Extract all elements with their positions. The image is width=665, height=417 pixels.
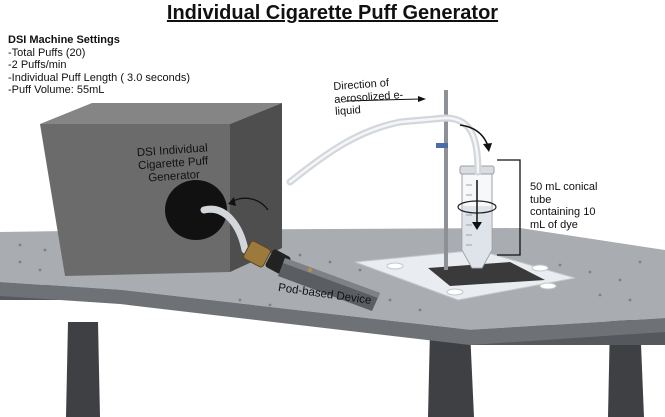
settings-item: -Individual Puff Length ( 3.0 seconds) [8,71,191,84]
tube-fluid [463,206,491,267]
machine-top [40,103,282,124]
table-leg-left [66,322,100,417]
tube-label-bracket [497,159,521,256]
flow-direction-arrowhead [483,143,492,152]
settings-item: -Total Puffs (20) [8,46,86,59]
machine-settings: DSI Machine Settings -Total Puffs (20) -… [8,34,190,97]
direction-leader [345,98,421,102]
table-leg-mid [428,330,474,417]
settings-item: -Puff Volume: 55mL [8,84,105,96]
stand-clamp [436,143,448,148]
delivery-tubing-highlight [288,116,480,184]
inlet-tubing [200,205,249,254]
direction-leader-head [418,96,426,102]
plate-hole [531,264,549,272]
plate-hole [539,282,557,290]
tube-graduations [466,184,472,246]
table-edge [0,282,665,345]
delivery-tubing [286,114,482,186]
stand-base [428,262,545,286]
machine-label: DSI Individual Cigarette Puff Generator [112,141,234,188]
tube-flow-arrowhead [472,222,482,230]
machine-front [40,124,230,276]
diagram-title: Individual Cigarette Puff Generator [166,2,499,24]
flow-direction-arrow [459,124,489,147]
inlet-arrowhead [228,197,236,206]
tube-label-line: tube [530,193,552,206]
tube-label: 50 mL conical tube containing 10 mL of d… [530,181,597,231]
plate-hole [446,288,464,296]
settings-heading: DSI Machine Settings [8,34,120,46]
tube-label-line: 50 mL conical [530,181,598,193]
tube-label-line: mL of dye [530,218,578,231]
machine-port [165,180,227,240]
machine-side [230,103,282,272]
plate-hole [386,262,404,270]
direction-label: Direction of aerosolized e- liquid [333,76,405,118]
settings-item: -2 Puffs/min [8,59,67,71]
stand-rod [444,90,448,270]
pod-device [243,240,380,311]
tube-label-line: containing 10 [530,206,596,218]
